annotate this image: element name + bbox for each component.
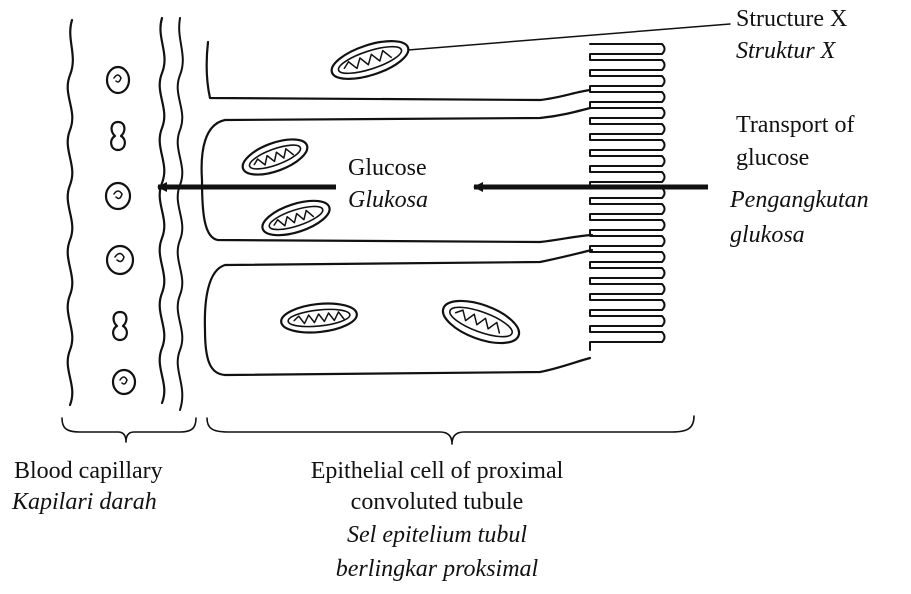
capillary-left-wall	[68, 20, 73, 405]
transport-label-en-1: Transport of	[736, 112, 854, 138]
mitochondrion-structure-x	[327, 33, 412, 86]
mitochondrion	[238, 132, 311, 182]
epithelial-label-ms-2: berlingkar proksimal	[336, 556, 539, 582]
epithelial-cell-top	[207, 42, 590, 100]
microvilli-brush-border	[590, 44, 665, 350]
capillary-right-wall	[160, 18, 165, 403]
structure-x-label-ms: Struktur X	[736, 38, 837, 64]
epithelial-brace	[207, 416, 694, 444]
red-blood-cell	[106, 183, 130, 209]
red-blood-cell-side	[113, 312, 127, 340]
epithelial-label-ms-1: Sel epitelium tubul	[347, 522, 527, 548]
transport-label-ms-1: Pengangkutan	[729, 187, 869, 213]
structure-x-leader-line	[408, 24, 730, 50]
capillary-label-en: Blood capillary	[14, 458, 163, 484]
capillary-label-ms: Kapilari darah	[11, 489, 157, 515]
mitochondrion	[438, 292, 525, 351]
red-blood-cell	[107, 246, 133, 274]
glucose-label-en: Glucose	[348, 155, 427, 181]
mitochondrion	[280, 300, 359, 336]
epithelial-cell-bottom	[205, 250, 592, 375]
red-blood-cell	[107, 67, 129, 93]
red-blood-cell	[113, 370, 135, 394]
structure-x-label-en: Structure X	[736, 6, 847, 32]
glucose-label-ms: Glukosa	[348, 187, 428, 213]
capillary-brace	[62, 418, 196, 442]
capillary-outer-wall	[178, 18, 183, 410]
transport-label-ms-2: glukosa	[730, 222, 805, 248]
transport-label-en-2: glucose	[736, 145, 809, 171]
microvilli	[590, 44, 665, 350]
epithelial-label-en-1: Epithelial cell of proximal	[311, 458, 564, 484]
mitochondrion	[258, 194, 333, 242]
epithelial-label-en-2: convoluted tubule	[351, 489, 524, 515]
blood-capillary	[68, 18, 183, 410]
epithelial-cells	[202, 42, 665, 375]
red-blood-cell-side	[111, 122, 125, 150]
